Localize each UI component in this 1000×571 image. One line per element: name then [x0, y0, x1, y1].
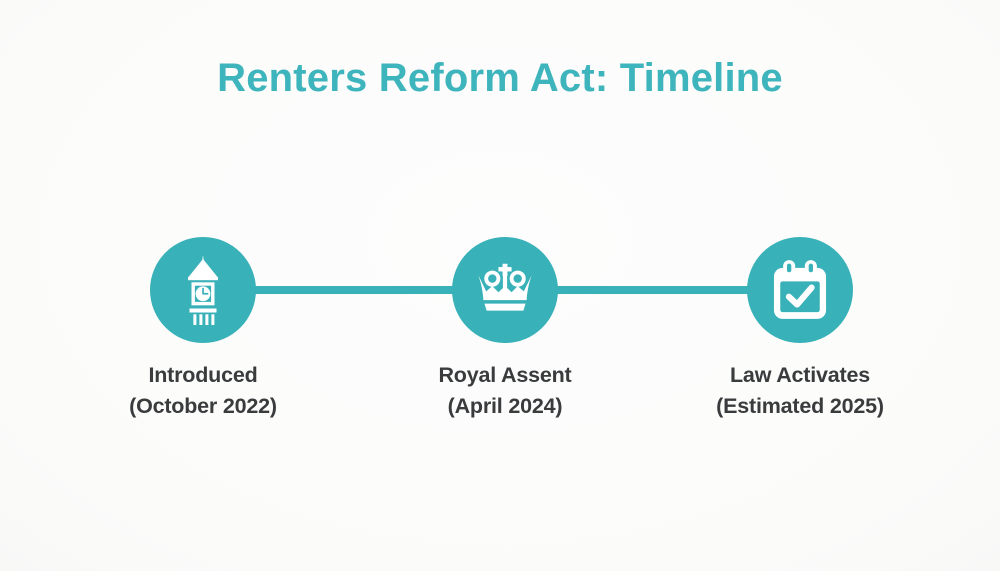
milestone-date: (Estimated 2025): [716, 394, 884, 418]
page-title: Renters Reform Act: Timeline: [217, 56, 783, 100]
calendar-check-icon: [773, 260, 827, 319]
crown-icon: [478, 263, 532, 311]
timeline-node-royal-assent: [452, 237, 558, 343]
milestone-title: Introduced: [148, 363, 258, 387]
milestone-label-royal-assent: Royal Assent (April 2024): [365, 360, 645, 422]
timeline-node-law-activates: [747, 237, 853, 343]
milestone-date: (October 2022): [129, 394, 277, 418]
milestone-title: Law Activates: [730, 363, 870, 387]
milestone-date: (April 2024): [447, 394, 563, 418]
timeline-node-introduced: [150, 237, 256, 343]
milestone-title: Royal Assent: [438, 363, 572, 387]
big-ben-icon: [188, 255, 218, 325]
milestone-label-introduced: Introduced (October 2022): [63, 360, 343, 422]
milestone-label-law-activates: Law Activates (Estimated 2025): [660, 360, 940, 422]
